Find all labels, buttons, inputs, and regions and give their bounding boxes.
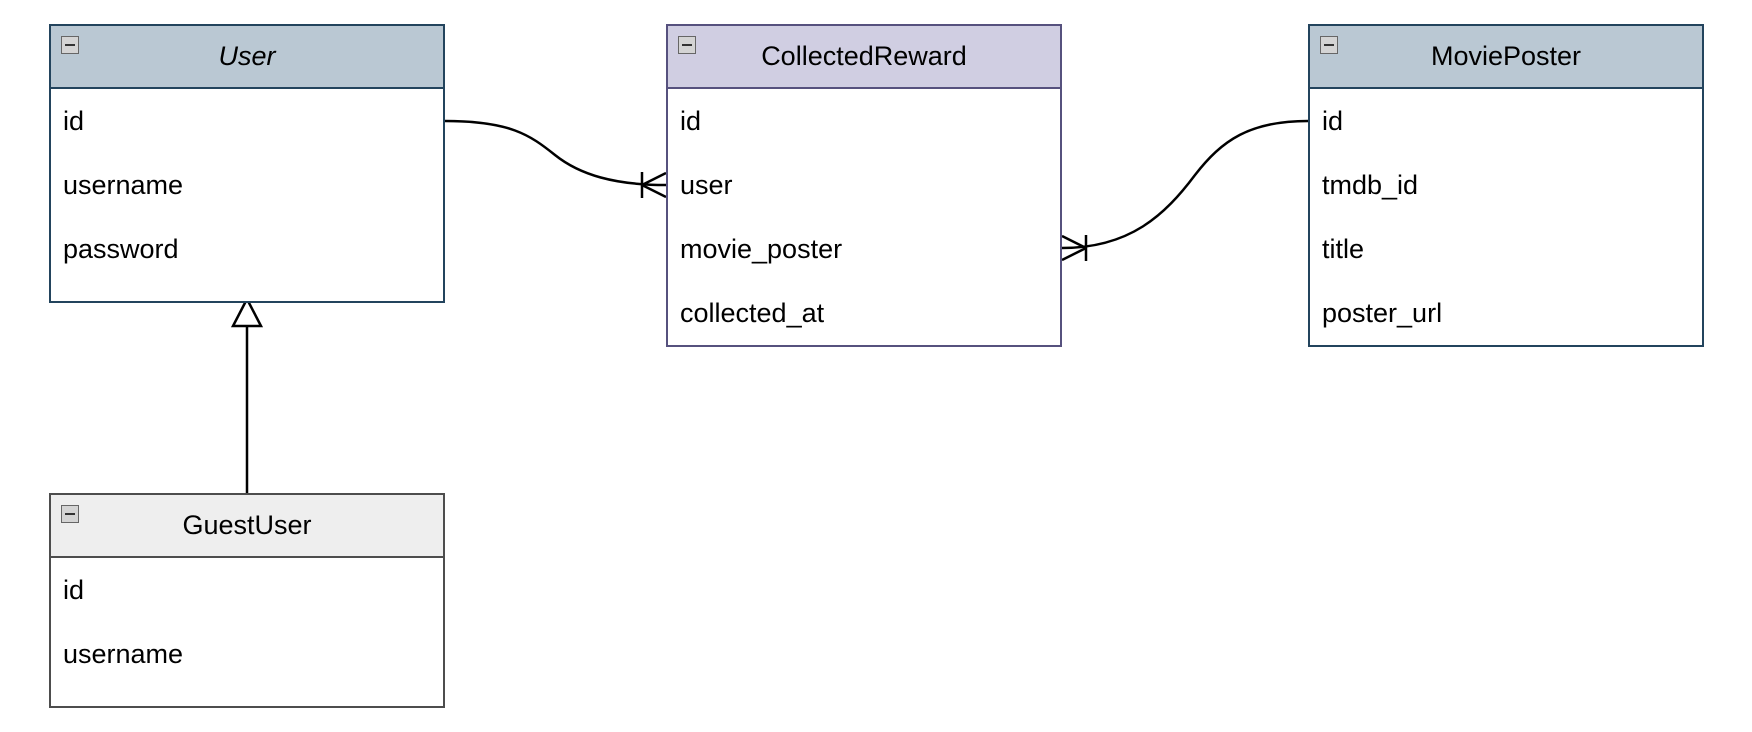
entity-user[interactable]: User id username password bbox=[49, 24, 445, 303]
field-list: id user movie_poster collected_at bbox=[668, 89, 1060, 345]
entity-title: CollectedReward bbox=[761, 41, 967, 71]
entity-title: User bbox=[218, 41, 276, 71]
inheritance-guest-user-to-user[interactable] bbox=[230, 296, 264, 493]
entity-collected-reward[interactable]: CollectedReward id user movie_poster col… bbox=[666, 24, 1062, 347]
field-item[interactable]: id bbox=[680, 106, 702, 136]
collapse-icon[interactable] bbox=[61, 36, 79, 54]
field-item[interactable]: title bbox=[1322, 234, 1365, 264]
field-list-spacer bbox=[51, 281, 443, 301]
field-item[interactable]: password bbox=[63, 234, 179, 264]
entity-movie-poster[interactable]: MoviePoster id tmdb_id title poster_url bbox=[1308, 24, 1704, 347]
field-item[interactable]: collected_at bbox=[680, 298, 825, 328]
entity-header[interactable]: CollectedReward bbox=[668, 26, 1060, 89]
relation-user-collected-reward[interactable] bbox=[444, 119, 667, 199]
field-item[interactable]: username bbox=[63, 639, 184, 669]
field-item[interactable]: poster_url bbox=[1322, 298, 1443, 328]
entity-header[interactable]: MoviePoster bbox=[1310, 26, 1702, 89]
field-item[interactable]: tmdb_id bbox=[1322, 170, 1419, 200]
entity-header[interactable]: GuestUser bbox=[51, 495, 443, 558]
field-item[interactable]: id bbox=[1322, 106, 1344, 136]
entity-title: GuestUser bbox=[182, 510, 312, 540]
field-item[interactable]: movie_poster bbox=[680, 234, 843, 264]
collapse-icon[interactable] bbox=[61, 505, 79, 523]
collapse-icon[interactable] bbox=[678, 36, 696, 54]
field-item[interactable]: user bbox=[680, 170, 733, 200]
field-item[interactable]: username bbox=[63, 170, 184, 200]
field-item[interactable]: id bbox=[63, 106, 85, 136]
field-item[interactable]: id bbox=[63, 575, 85, 605]
field-list-spacer bbox=[51, 686, 443, 706]
entity-guest-user[interactable]: GuestUser id username bbox=[49, 493, 445, 708]
entity-title: MoviePoster bbox=[1430, 41, 1582, 71]
field-list: id username bbox=[51, 558, 443, 706]
field-list: id tmdb_id title poster_url bbox=[1310, 89, 1702, 345]
entity-header[interactable]: User bbox=[51, 26, 443, 89]
relation-movie-poster-collected-reward[interactable] bbox=[1061, 119, 1309, 262]
collapse-icon[interactable] bbox=[1320, 36, 1338, 54]
field-list: id username password bbox=[51, 89, 443, 301]
